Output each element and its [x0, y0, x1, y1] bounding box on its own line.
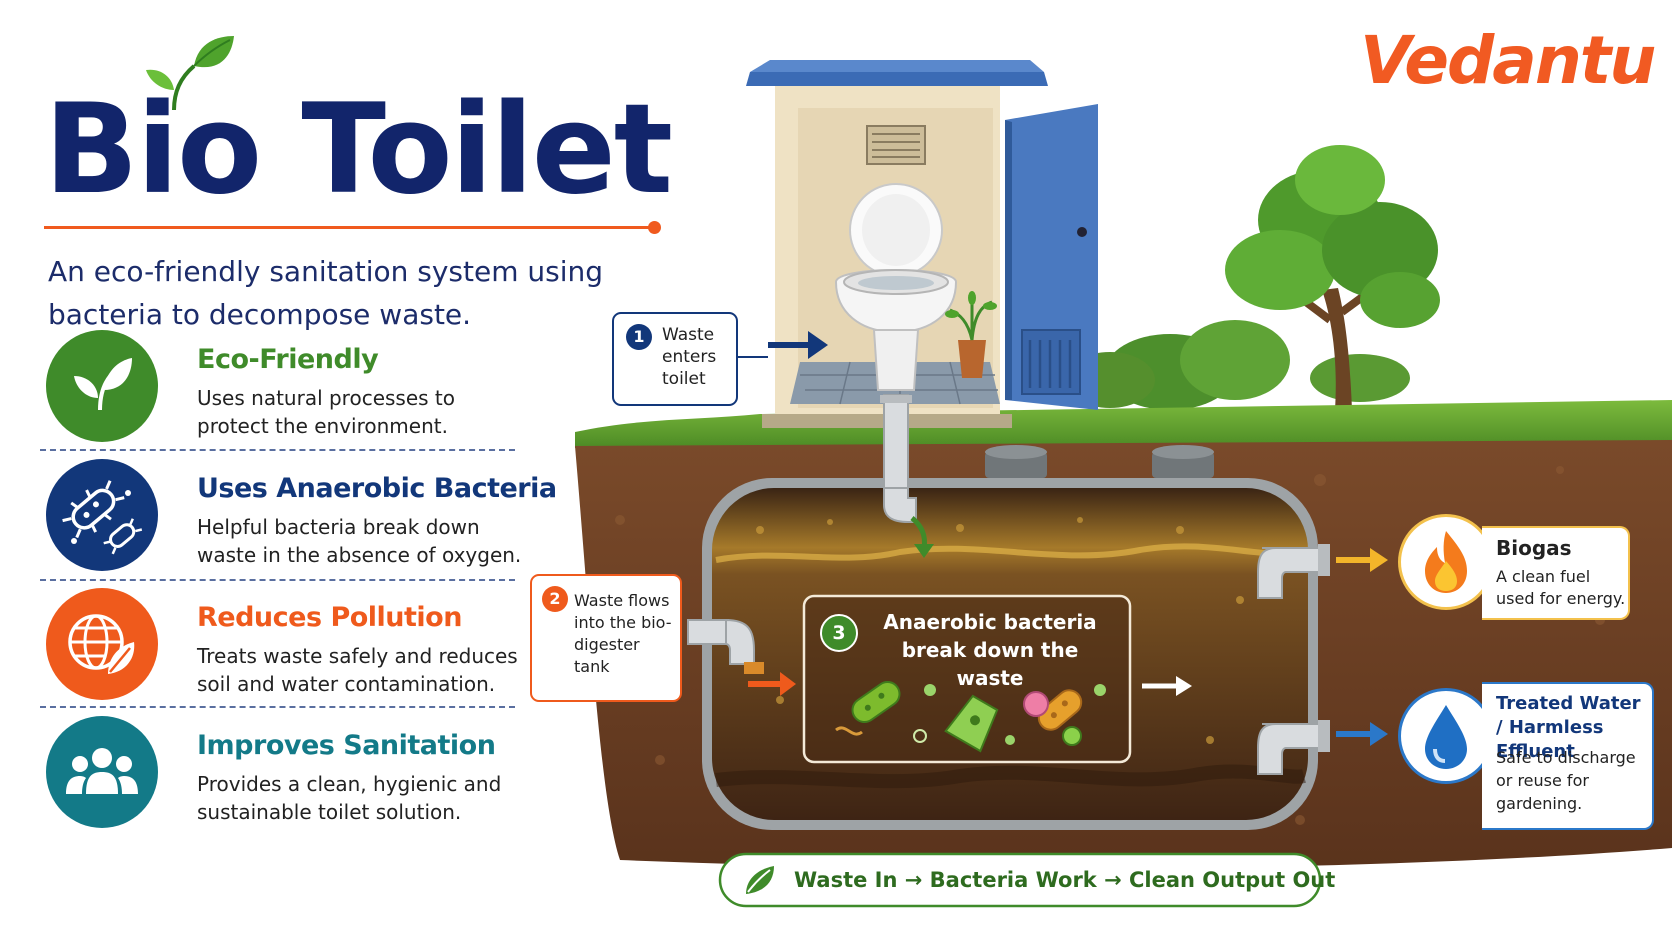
flame-icon — [1398, 514, 1494, 610]
tree — [1225, 145, 1440, 410]
title-underline — [44, 226, 656, 229]
feature-reduces-pollution: Reduces Pollution Treats waste safely an… — [44, 588, 518, 708]
step-text: Anaerobic bacteria break down the waste — [883, 610, 1097, 690]
side-inlet-pipe — [687, 618, 764, 674]
divider — [40, 579, 515, 581]
globe-leaf-icon — [46, 588, 158, 700]
feature-title: Improves Sanitation — [197, 730, 496, 761]
feature-anaerobic-bacteria: Uses Anaerobic Bacteria Helpful bacteria… — [44, 459, 557, 579]
bacteria-icon — [46, 459, 158, 571]
feature-title: Uses Anaerobic Bacteria — [197, 473, 557, 504]
output-title: Biogas — [1496, 536, 1572, 560]
feature-description: Helpful bacteria break down waste in the… — [197, 515, 522, 567]
step-1-callout: 1 Waste enters toilet — [612, 312, 738, 406]
background-bushes — [1065, 320, 1410, 410]
process-summary-text: Waste In → Bacteria Work → Clean Output … — [794, 868, 1336, 892]
biogas-card: Biogas A clean fuel used for energy. — [1482, 526, 1630, 620]
feature-improves-sanitation: Improves Sanitation Provides a clean, hy… — [44, 716, 514, 836]
step-text: Waste flows into the bio-digester tank — [574, 591, 672, 676]
divider — [40, 706, 515, 708]
leaf-icon — [738, 862, 778, 898]
feature-title: Eco-Friendly — [197, 344, 379, 375]
process-summary-bar: Waste In → Bacteria Work → Clean Output … — [720, 854, 1336, 906]
feature-description: Uses natural processes to protect the en… — [197, 386, 455, 438]
water-outlet-pipe — [1257, 720, 1330, 775]
step-number: 2 — [542, 586, 568, 612]
title-underline-dot — [648, 221, 661, 234]
output-description: A clean fuel used for energy. — [1496, 567, 1626, 608]
water-drop-icon — [1398, 688, 1494, 784]
output-title: Treated Water / Harmless Effluent — [1496, 693, 1641, 762]
feature-eco-friendly: Eco-Friendly Uses natural processes to p… — [44, 330, 514, 450]
step-number: 1 — [626, 324, 652, 350]
step-2-callout: 2 Waste flows into the bio-digester tank — [530, 574, 682, 702]
page-subtitle: An eco-friendly sanitation system using … — [48, 255, 604, 331]
bacteria-cluster — [835, 680, 1106, 753]
output-description: Safe to discharge or reuse for gardening… — [1496, 748, 1636, 813]
feature-description: Treats waste safely and reduces soil and… — [197, 644, 518, 696]
biogas-outlet-pipe — [1257, 544, 1330, 599]
people-icon — [46, 716, 158, 828]
brand-logo: Vedantu — [1360, 22, 1656, 99]
feature-title: Reduces Pollution — [197, 602, 462, 633]
leaf-icon — [46, 330, 158, 442]
inlet-pipe — [880, 394, 917, 523]
divider — [40, 449, 515, 451]
step-number: 3 — [820, 614, 858, 652]
treated-water-card: Treated Water / Harmless Effluent Safe t… — [1482, 682, 1654, 830]
step-3-label: 3 Anaerobic bacteria break down the wast… — [816, 604, 1120, 690]
title-leaf-icon — [138, 32, 238, 112]
page-title: Bio Toilet — [44, 78, 673, 222]
toilet-house — [746, 60, 1098, 428]
step-text: Waste enters toilet — [662, 325, 717, 389]
feature-description: Provides a clean, hygienic and sustainab… — [197, 772, 502, 824]
